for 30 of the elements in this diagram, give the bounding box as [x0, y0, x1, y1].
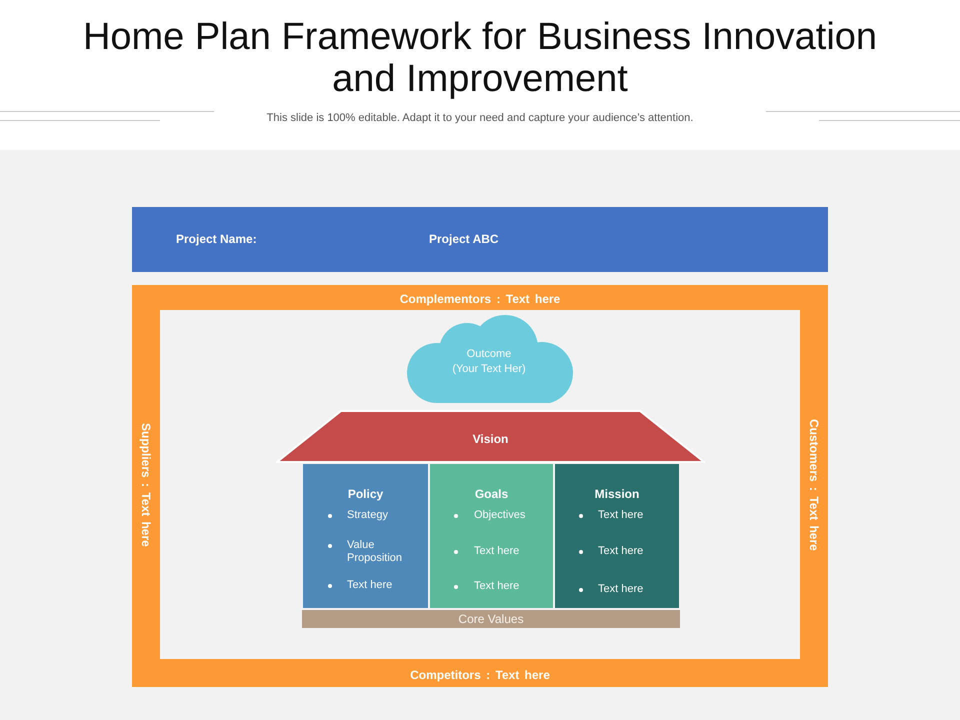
roof-label: Vision	[472, 432, 508, 446]
slide-title: Home Plan Framework for Business Innovation and Improvement	[82, 16, 878, 100]
project-banner	[132, 207, 828, 272]
cloud-text: (Your Text Her)	[452, 363, 526, 375]
cloud-heading: Outcome	[466, 348, 512, 360]
pillar-panel	[303, 464, 428, 608]
bullet-text: Text here	[347, 579, 392, 592]
bullet-text: Text here	[598, 583, 644, 596]
banner-value: Project ABC	[429, 232, 499, 246]
foundation-bar: Core Values	[302, 610, 680, 628]
pillar-heading: Policy	[348, 487, 384, 501]
banner-label: Project Name:	[176, 232, 257, 246]
frame-label: Suppliers : Text here	[138, 422, 154, 546]
bullet-text: Text here	[598, 545, 644, 558]
outer-frame	[132, 285, 828, 687]
pillar-heading: Goals	[474, 487, 508, 501]
bullet-text: Objectives	[474, 509, 526, 522]
subtitle-text: This slide is 100% editable. Adapt it to your need and capture your audience’s attention.	[266, 112, 694, 124]
bullet-text: Strategy	[347, 509, 388, 522]
bullet-text: Value Proposition	[347, 539, 404, 565]
bullet-text: Text here	[474, 580, 520, 593]
roof-shape	[276, 410, 705, 463]
frame-label: Complementors : Text here	[400, 292, 560, 306]
bullet-text: Text here	[474, 545, 520, 558]
frame-label: Customers : Text here	[806, 418, 822, 550]
bullet-text: Text here	[598, 509, 644, 522]
pillar-heading: Mission	[594, 487, 640, 501]
pillar-panel	[555, 464, 679, 608]
pillar-panel	[430, 464, 553, 608]
frame-label: Competitors : Text here	[410, 668, 550, 682]
